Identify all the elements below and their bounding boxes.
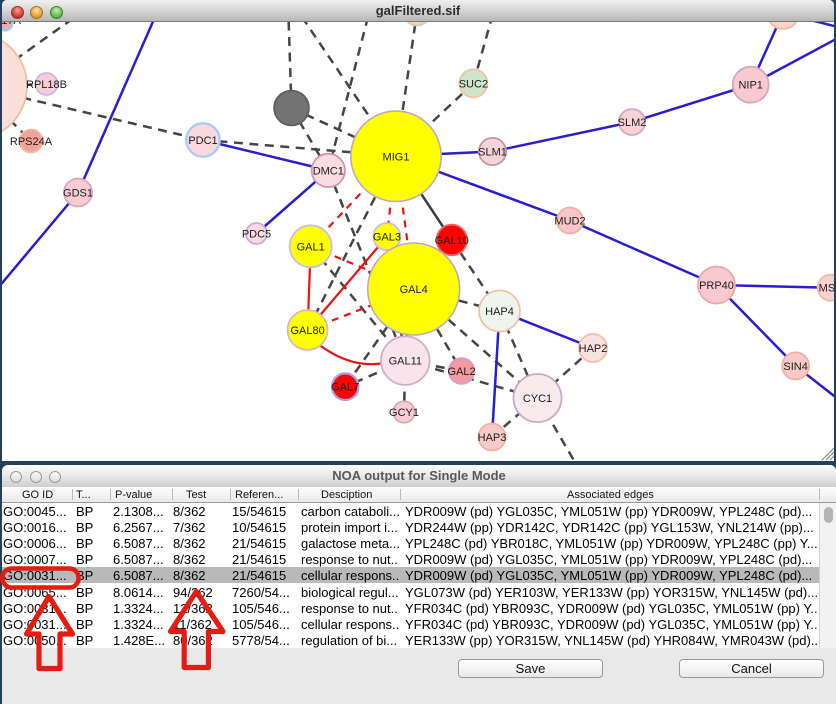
svg-text:PDC5: PDC5 [242, 229, 271, 241]
svg-text:DMC1: DMC1 [313, 165, 344, 177]
svg-text:GAL2: GAL2 [448, 366, 476, 378]
svg-text:HAP2: HAP2 [579, 343, 608, 355]
svg-text:PRP40: PRP40 [699, 280, 734, 292]
svg-text:MSB: MSB [819, 283, 834, 295]
svg-text:GAL3: GAL3 [373, 232, 401, 244]
svg-text:RPS24A: RPS24A [10, 136, 53, 148]
svg-text:GAL4: GAL4 [400, 284, 428, 296]
svg-text:CYC1: CYC1 [523, 393, 552, 405]
svg-text:GAL1: GAL1 [297, 241, 325, 253]
svg-text:GAL10: GAL10 [435, 235, 469, 247]
svg-text:GDS1: GDS1 [63, 188, 93, 200]
svg-text:MUD2: MUD2 [554, 216, 585, 228]
svg-text:NIP1: NIP1 [738, 80, 762, 92]
svg-text:SUC2: SUC2 [459, 78, 488, 90]
svg-text:HAP3: HAP3 [478, 432, 507, 444]
svg-text:SIN4: SIN4 [783, 361, 807, 373]
svg-text:GAL80: GAL80 [290, 325, 324, 337]
svg-text:GAL7: GAL7 [331, 382, 359, 394]
svg-text:HAP4: HAP4 [485, 306, 514, 318]
svg-text:RPL18B: RPL18B [26, 79, 67, 91]
svg-text:GAL11: GAL11 [389, 356, 422, 368]
svg-text:GCY1: GCY1 [389, 407, 419, 419]
svg-text:MIG1: MIG1 [383, 151, 410, 163]
svg-text:SLM2: SLM2 [618, 117, 647, 129]
svg-text:SLM1: SLM1 [478, 147, 507, 159]
svg-text:PDC1: PDC1 [188, 135, 217, 147]
